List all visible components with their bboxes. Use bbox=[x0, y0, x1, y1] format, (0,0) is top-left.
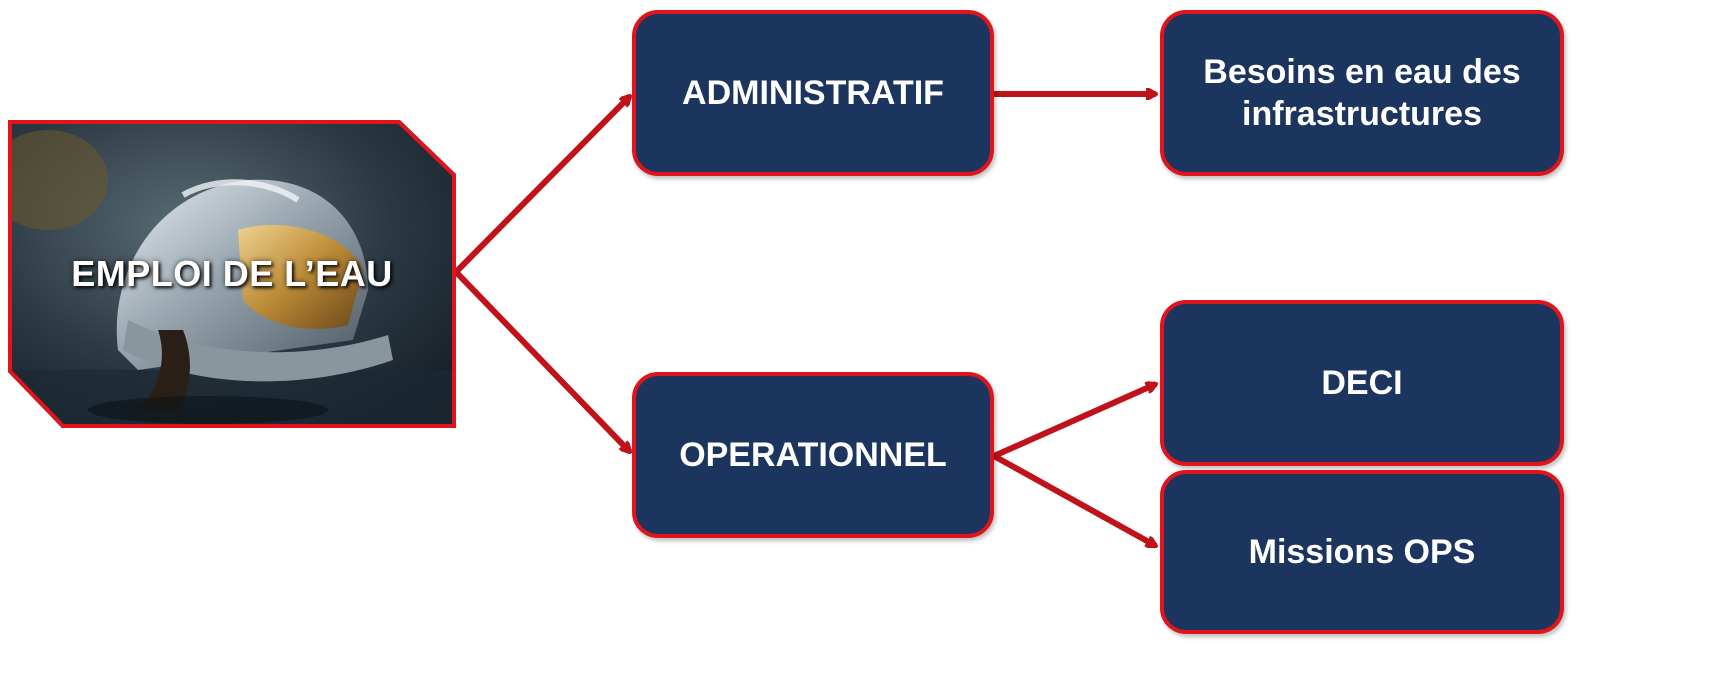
root-label: EMPLOI DE L’EAU bbox=[71, 253, 393, 294]
helmet-photo-icon bbox=[8, 120, 456, 428]
arrow-operationnel-to-deci bbox=[992, 384, 1156, 459]
arrow-root-to-administratif bbox=[453, 93, 633, 275]
node-missions-ops: Missions OPS bbox=[1160, 470, 1564, 634]
node-operationnel-label: OPERATIONNEL bbox=[679, 435, 947, 474]
node-administratif: ADMINISTRATIF bbox=[632, 10, 994, 176]
node-besoins-en-eau-label: Besoins en eau des infrastructures bbox=[1203, 52, 1521, 134]
node-operationnel: OPERATIONNEL bbox=[632, 372, 994, 538]
root-node: EMPLOI DE L’EAU bbox=[8, 120, 456, 428]
node-missions-ops-label: Missions OPS bbox=[1248, 532, 1476, 571]
node-administratif-label: ADMINISTRATIF bbox=[682, 73, 944, 112]
node-deci-label: DECI bbox=[1321, 363, 1403, 402]
arrow-operationnel-to-missions bbox=[992, 453, 1156, 549]
node-deci: DECI bbox=[1160, 300, 1564, 466]
arrow-root-to-operationnel bbox=[453, 269, 633, 455]
node-besoins-en-eau: Besoins en eau des infrastructures bbox=[1160, 10, 1564, 176]
